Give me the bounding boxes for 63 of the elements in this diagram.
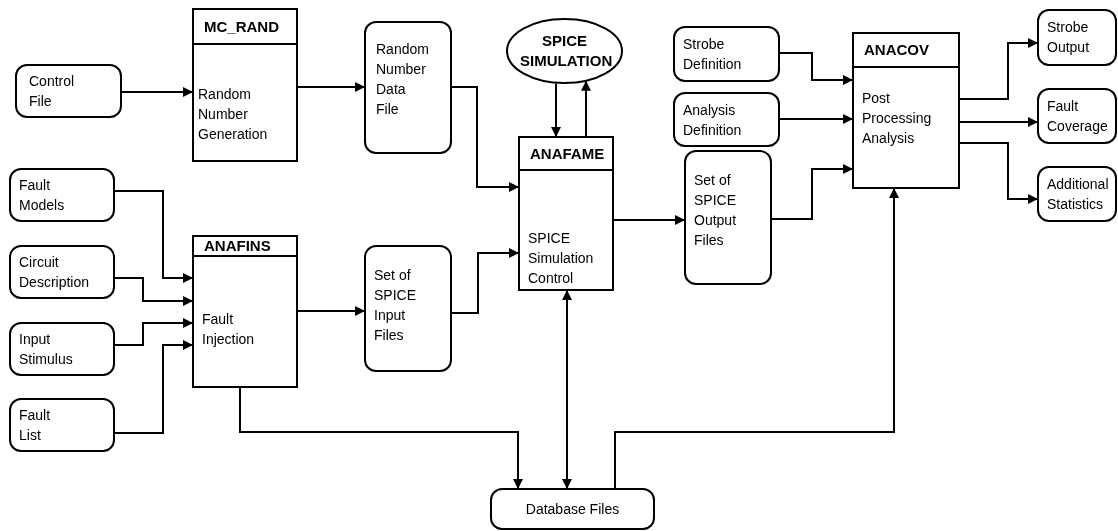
- data-file-box: [9, 398, 115, 452]
- arrow: [297, 306, 365, 316]
- arrow: [114, 277, 193, 306]
- box-label: Strobe Definition: [683, 35, 743, 74]
- data-file-box: [673, 26, 780, 82]
- process-ellipse: [506, 18, 623, 84]
- data-file-box: [684, 150, 772, 285]
- arrow: [239, 387, 523, 489]
- process-label: SPICE SIMULATION: [519, 31, 614, 71]
- data-file-box: [15, 64, 122, 118]
- process-box: [518, 136, 614, 291]
- arrow: [581, 80, 591, 137]
- process-title: ANAFINS: [194, 237, 296, 257]
- box-label: Fault Models: [19, 176, 66, 215]
- process-description: Post Processing Analysis: [862, 89, 933, 148]
- arrow: [451, 248, 519, 314]
- arrow: [551, 82, 561, 137]
- box-label: Random Number Data File: [376, 40, 430, 119]
- arrow: [114, 190, 193, 283]
- process-box: [192, 235, 298, 388]
- process-description: Fault Injection: [202, 310, 256, 349]
- process-title: MC_RAND: [194, 10, 296, 45]
- process-title: ANAFAME: [520, 138, 612, 171]
- process-description: SPICE Simulation Control: [528, 229, 595, 288]
- data-file-box: [9, 168, 115, 222]
- box-label: Fault Coverage: [1047, 97, 1109, 136]
- box-label: Database Files: [524, 500, 621, 519]
- box-label: Circuit Description: [19, 253, 91, 292]
- arrow: [771, 164, 853, 220]
- data-file-box: [9, 245, 115, 299]
- data-file-box: [490, 488, 655, 530]
- box-label: Additional Statistics: [1047, 175, 1110, 214]
- data-file-box: [364, 245, 452, 372]
- arrow: [114, 340, 193, 434]
- arrow: [114, 318, 193, 346]
- box-label: Control File: [29, 72, 76, 111]
- data-file-box: [364, 21, 452, 154]
- box-label: Fault List: [19, 406, 52, 445]
- arrow: [451, 86, 519, 192]
- arrow: [297, 82, 365, 92]
- arrow: [614, 188, 899, 489]
- data-file-box: [673, 92, 780, 147]
- arrow: [613, 215, 685, 225]
- box-label: Analysis Definition: [683, 101, 743, 140]
- data-file-box: [1037, 9, 1117, 66]
- process-box: [192, 8, 298, 162]
- data-file-box: [9, 322, 115, 376]
- arrow: [779, 52, 853, 85]
- arrow: [779, 114, 853, 124]
- arrow: [959, 142, 1038, 204]
- box-label: Set of SPICE Output Files: [694, 171, 738, 250]
- process-title: ANACOV: [854, 34, 958, 68]
- arrow: [562, 290, 572, 489]
- process-box: [852, 32, 960, 189]
- arrow: [959, 117, 1038, 127]
- box-label: Input Stimulus: [19, 330, 74, 369]
- process-description: Random Number Generation: [198, 85, 269, 144]
- arrow: [121, 87, 193, 97]
- arrow: [959, 38, 1038, 100]
- data-file-box: [1037, 166, 1117, 222]
- box-label: Strobe Output: [1047, 18, 1091, 57]
- data-file-box: [1037, 88, 1117, 144]
- box-label: Set of SPICE Input Files: [374, 266, 417, 345]
